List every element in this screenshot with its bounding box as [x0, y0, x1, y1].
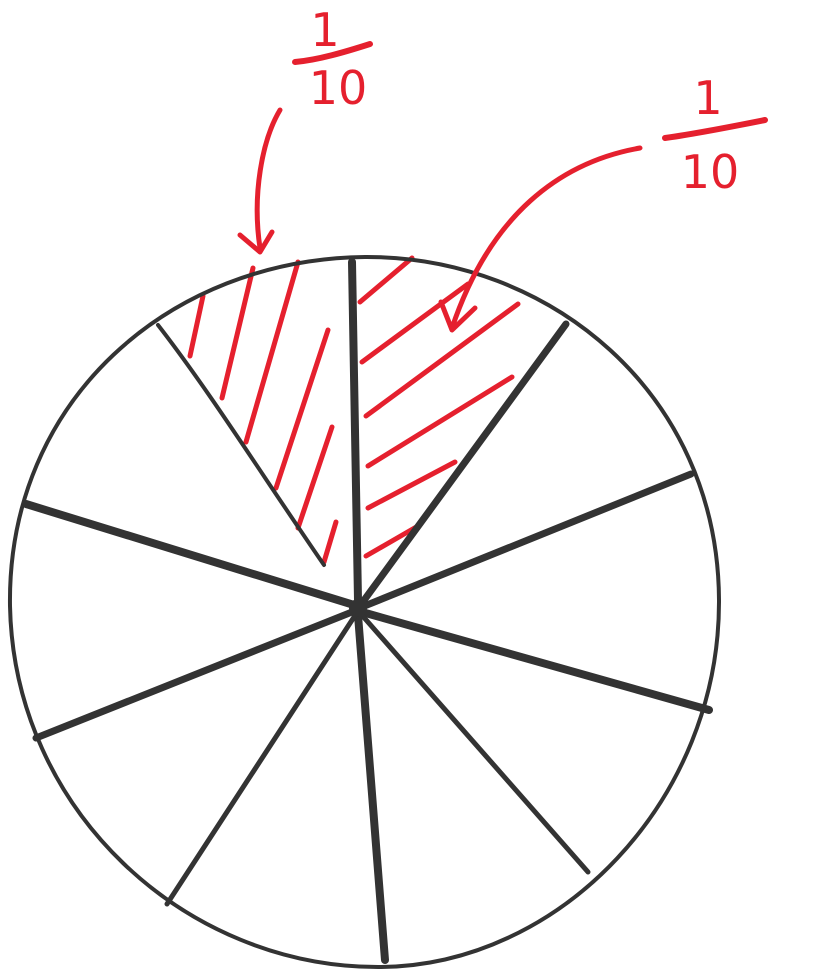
fraction-label-left: 1 10 [292, 3, 373, 115]
shaded-slice-left-hatching [187, 259, 339, 565]
circle-outline [7, 254, 722, 970]
fraction-label-right: 1 10 [662, 71, 768, 199]
shaded-slice-right-hatching [357, 255, 521, 559]
fraction-right-numerator: 1 [693, 71, 722, 125]
center-point [349, 599, 367, 617]
fraction-right-denominator: 10 [681, 145, 740, 199]
fraction-left-numerator: 1 [310, 3, 339, 57]
circle-divisions [22, 258, 713, 964]
arrow-right [438, 145, 643, 333]
fraction-left-denominator: 10 [309, 61, 368, 115]
arrow-left [237, 107, 283, 255]
